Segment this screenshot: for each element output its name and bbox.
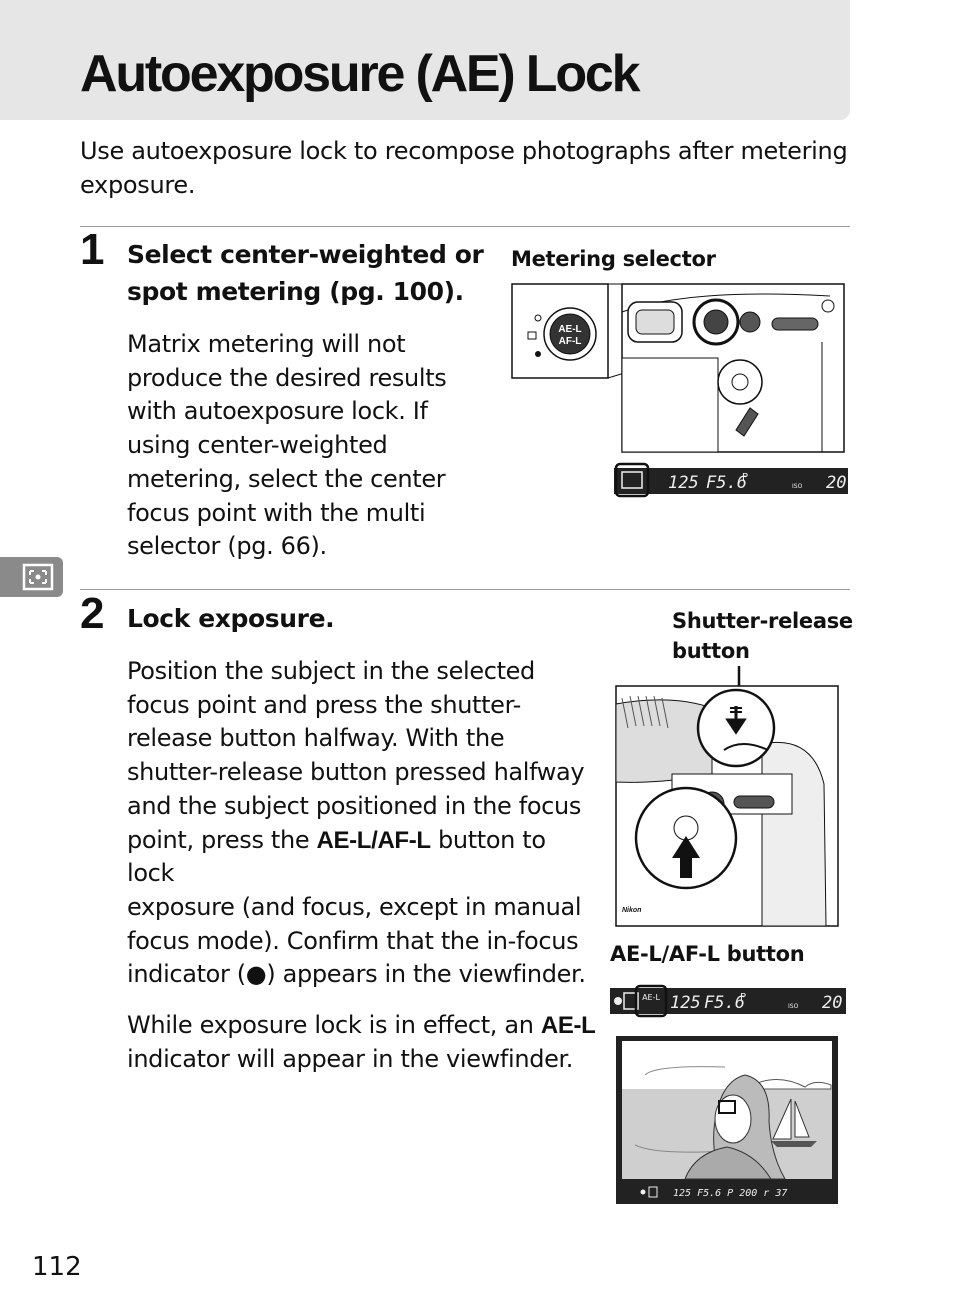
body-line: release button halfway. With the: [127, 724, 505, 753]
body-line: shutter-release button pressed halfway: [127, 758, 585, 787]
body-line: focus point and press the shutter-: [127, 690, 521, 719]
step-2-heading: Lock exposure.: [127, 604, 335, 633]
body-line: exposure (and focus, except in manual: [127, 892, 582, 921]
camera-back-illustration: AE-L AF-L 125 F5.6 P ISO 20: [511, 283, 848, 498]
page-number: 112: [32, 1252, 82, 1282]
vf2-aperture: F5.6: [704, 993, 745, 1013]
ael-afl-button-label: AE-L/AF-L button: [610, 942, 805, 966]
body-line: and the subject positioned in the focus: [127, 791, 582, 820]
vf2-mode: P: [740, 992, 746, 1003]
body-line: with autoexposure lock. If: [127, 397, 428, 426]
vf2-frames: 20: [822, 993, 842, 1013]
step-2-number: 2: [80, 589, 105, 638]
shutter-release-label: Shutter-release button: [672, 609, 853, 663]
viewfinder-display-ael: AE-L 125 F5.6 P ISO 20: [610, 984, 846, 1018]
step-1-heading: Select center-weighted or spot metering …: [127, 236, 484, 310]
camera-brand-text: Nikon: [622, 907, 641, 914]
ael-term: AE-L: [316, 826, 372, 854]
title-bar: [0, 0, 850, 120]
body-line: indicator will appear in the viewfinder.: [127, 1044, 574, 1073]
divider-1: [80, 226, 850, 227]
in-focus-indicator-icon: ●: [245, 960, 267, 989]
vf2-ael: AE-L: [642, 993, 660, 1002]
step-1-body: Matrix metering will not produce the des…: [127, 328, 447, 564]
body-line: While exposure lock is in effect, an AE-…: [127, 1011, 596, 1040]
vf1-frames: 20: [826, 473, 846, 493]
metering-icon: [22, 563, 54, 591]
step-1-heading-line: Select center-weighted or: [127, 240, 484, 269]
step-1-heading-line: spot metering (pg. 100).: [127, 277, 464, 306]
viewfinder-scene: 125 F5.6 P 200 r 37: [616, 1036, 838, 1204]
divider-2: [80, 589, 850, 590]
vf2-iso: ISO: [788, 1003, 799, 1010]
vf-scene-readout: 125 F5.6 P 200 r 37: [673, 1188, 787, 1199]
body-line: indicator (●) appears in the viewfinder.: [127, 960, 586, 989]
afl-term: AF-L: [377, 826, 431, 854]
body-line: using center-weighted: [127, 431, 388, 460]
step-2-body: Position the subject in the selected foc…: [127, 655, 597, 1076]
section-tab: [0, 557, 63, 597]
vf1-aperture: F5.6: [706, 473, 747, 493]
dial-afl-text: AF-L: [559, 336, 582, 347]
body-line: Matrix metering will not: [127, 330, 406, 358]
camera-top-illustration: Nikon: [615, 666, 839, 927]
body-line: focus mode). Confirm that the in-focus: [127, 926, 579, 955]
intro-text: Use autoexposure lock to recompose photo…: [80, 137, 848, 199]
page-title: Autoexposure (AE) Lock: [80, 45, 641, 103]
ael-term: AE-L: [540, 1012, 596, 1040]
step-1-number: 1: [80, 225, 105, 274]
body-line: point, press the AE-L/AF-L button to loc…: [127, 825, 546, 888]
vf1-mode: P: [742, 472, 748, 483]
in-focus-dot-icon: [614, 997, 622, 1005]
vf1-shutter: 125: [668, 473, 699, 493]
metering-selector-label: Metering selector: [511, 247, 716, 271]
body-line: produce the desired results: [127, 363, 447, 392]
body-line: Position the subject in the selected: [127, 657, 535, 685]
body-line: focus point with the multi: [127, 498, 426, 527]
dial-ael-text: AE-L: [558, 324, 581, 335]
body-line: metering, select the center: [127, 464, 446, 493]
vf1-iso: ISO: [792, 483, 803, 490]
vf2-shutter: 125: [670, 993, 701, 1013]
body-line: selector (pg. 66).: [127, 532, 327, 561]
